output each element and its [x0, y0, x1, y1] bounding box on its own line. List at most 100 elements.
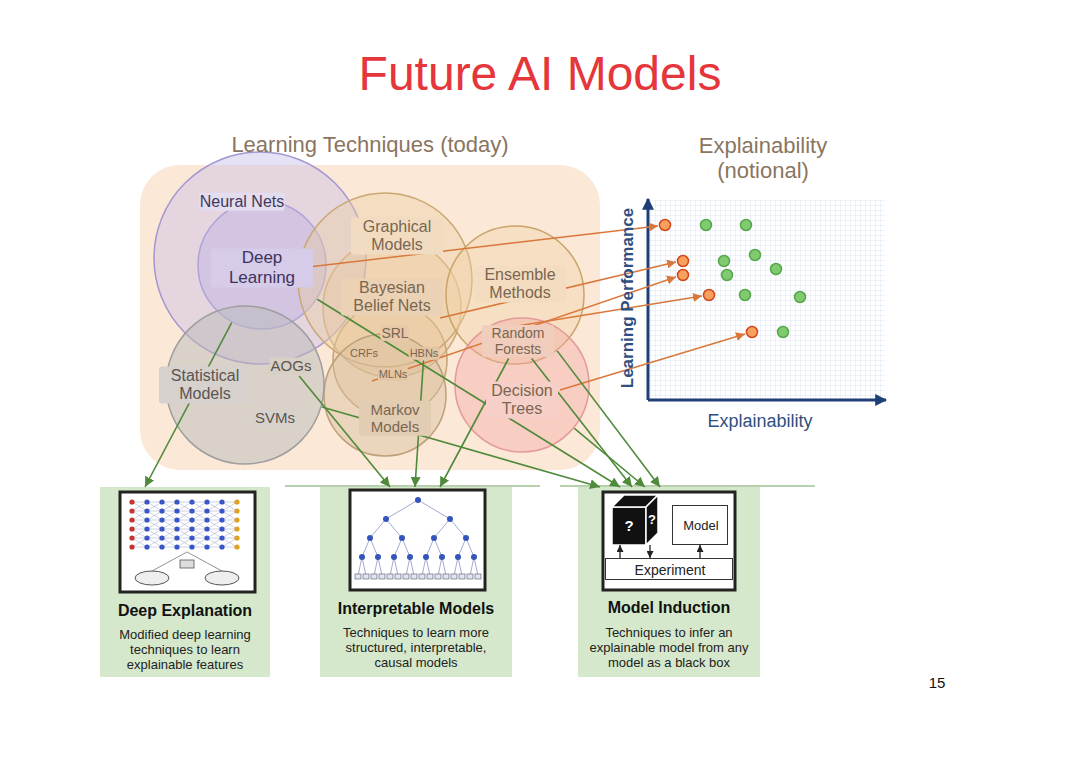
net-neuron	[234, 508, 239, 513]
net-link	[222, 511, 237, 520]
tree-branch	[386, 519, 402, 538]
tree-leaf	[427, 574, 433, 579]
net-neuron	[159, 508, 164, 513]
orange-dot	[678, 270, 689, 281]
net-neuron	[129, 544, 134, 549]
green-dot	[722, 270, 733, 281]
tree-leaf	[435, 574, 441, 579]
tree-branch	[418, 500, 450, 519]
net-neuron	[234, 544, 239, 549]
tree-node	[391, 554, 397, 560]
net-link	[207, 529, 222, 538]
picture-frame	[120, 492, 255, 592]
net-neuron	[159, 535, 164, 540]
tree-branch	[394, 538, 402, 557]
net-neuron	[174, 526, 179, 531]
tree-node	[455, 554, 461, 560]
node-label: ?	[648, 513, 656, 528]
net-link	[177, 511, 192, 520]
tree-node	[471, 554, 477, 560]
net-neuron	[219, 499, 224, 504]
node-label: Neural Nets	[199, 193, 285, 211]
net-link	[147, 511, 162, 520]
approach-card: Interpretable ModelsTechniques to learn …	[320, 487, 512, 677]
node-label: HBNs	[409, 347, 440, 360]
net-link	[132, 502, 147, 511]
net-neuron	[219, 535, 224, 540]
card-body: Techniques to learn more structured, int…	[326, 626, 506, 671]
net-link	[222, 502, 237, 511]
net-link	[132, 538, 147, 547]
net-link	[162, 520, 177, 529]
green-dot	[771, 264, 782, 275]
net-link	[147, 529, 162, 538]
net-neuron	[189, 517, 194, 522]
node-label: CRFs	[349, 347, 379, 360]
technique-label: SVMs	[251, 408, 300, 428]
net-neuron	[234, 526, 239, 531]
tree-branch	[370, 538, 378, 557]
net-link	[147, 529, 162, 538]
connector-arrow	[557, 351, 660, 487]
net-link	[192, 520, 207, 529]
net-link	[132, 511, 147, 520]
net-link	[132, 529, 147, 538]
pointer-arrow	[300, 226, 658, 268]
net-neuron	[189, 535, 194, 540]
model-box: Model	[672, 505, 728, 545]
net-link	[177, 502, 192, 511]
panel-fill	[140, 165, 600, 470]
net-link	[207, 529, 222, 538]
green-dot	[701, 220, 712, 231]
net-neuron	[129, 526, 134, 531]
tree-node	[399, 535, 405, 541]
net-link	[192, 511, 207, 520]
net-link	[207, 520, 222, 529]
node-label: Ensemble Methods	[474, 266, 566, 303]
net-link	[162, 511, 177, 520]
net-link	[147, 538, 162, 547]
net-link	[177, 529, 192, 538]
tree-node	[367, 535, 373, 541]
net-neuron	[204, 517, 209, 522]
net-link	[177, 511, 192, 520]
x-axis	[648, 399, 886, 402]
net-link	[132, 502, 147, 511]
orange-dot	[747, 327, 758, 338]
net-neuron	[189, 499, 194, 504]
net-link	[207, 502, 222, 511]
tree-branch	[362, 538, 370, 557]
net-link	[207, 511, 222, 520]
pointer-arrow	[492, 296, 702, 330]
net-link	[222, 511, 237, 520]
technique-circle: AOGsSVMsStatistical Models	[165, 305, 325, 465]
net-link	[222, 529, 237, 538]
tree-leaf	[395, 574, 401, 579]
node-label: Statistical Models	[159, 367, 251, 404]
connector-arrow	[574, 428, 645, 487]
node-label: ?	[624, 517, 633, 534]
net-neuron	[189, 526, 194, 531]
tree-branch	[402, 538, 410, 557]
tree-node	[439, 554, 445, 560]
chart-dots	[660, 220, 806, 338]
net-link	[177, 520, 192, 529]
chart-grid	[650, 200, 885, 398]
axis-label: Explainability	[707, 411, 812, 432]
net-neuron	[219, 526, 224, 531]
tree-node	[415, 497, 421, 503]
net-neuron	[144, 517, 149, 522]
net-neuron	[189, 508, 194, 513]
node-label: Experiment	[635, 562, 706, 578]
tree-leaf	[443, 574, 449, 579]
net-link	[192, 529, 207, 538]
net-output	[205, 571, 239, 585]
net-link	[147, 538, 162, 547]
y-axis	[647, 199, 650, 400]
net-neuron	[159, 517, 164, 522]
tree-leaf	[475, 574, 481, 579]
net-link	[222, 502, 237, 511]
connector-arrow	[619, 545, 620, 558]
net-neuron	[204, 544, 209, 549]
